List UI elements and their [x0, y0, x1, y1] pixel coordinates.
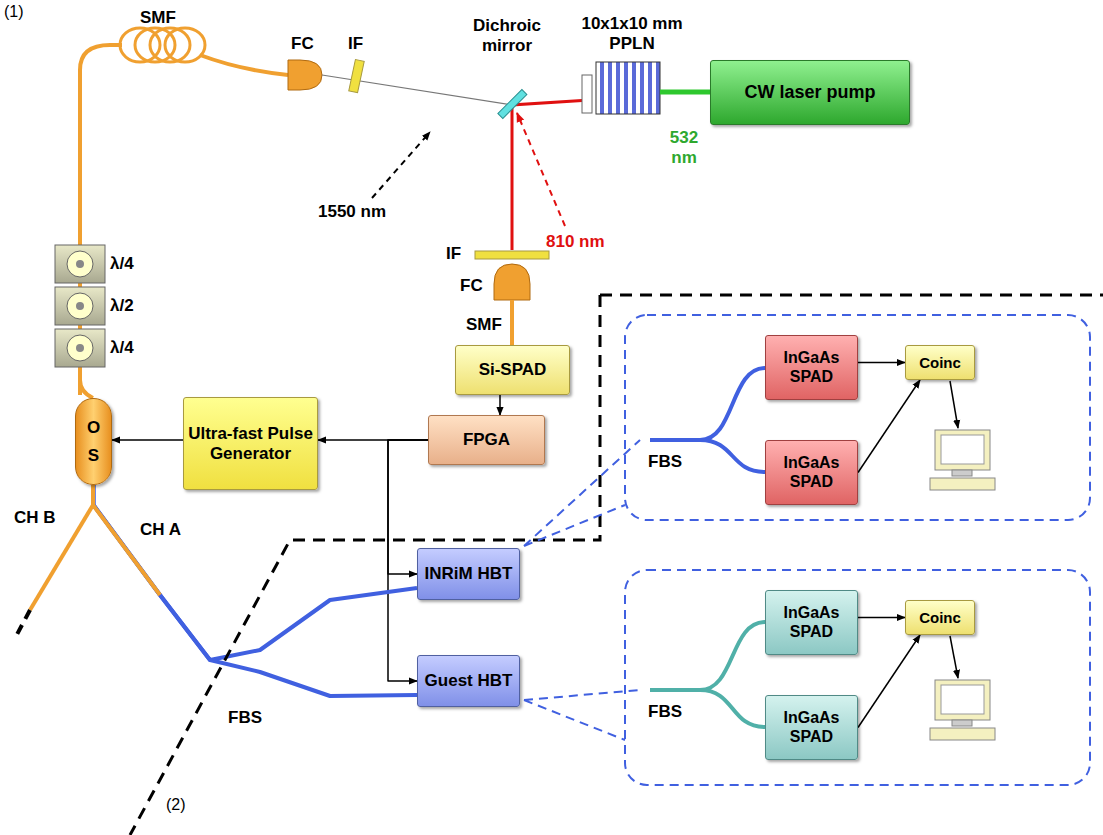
- callout-arrow: [372, 132, 430, 198]
- fiber-label: SMF: [466, 315, 502, 335]
- crystal-window: [582, 75, 592, 113]
- data-arrow: [950, 381, 958, 428]
- detector-box: Si-SPAD: [455, 345, 570, 395]
- node-text: O S: [87, 414, 101, 468]
- polarization-paddles: [55, 245, 105, 367]
- signal-arrow: [499, 395, 501, 415]
- signal-arrow: [858, 617, 905, 619]
- channel-label: CH A: [140, 520, 181, 540]
- waveplate-label: λ/2: [110, 296, 134, 316]
- waveplate-label: λ/4: [110, 254, 134, 274]
- signal-arrow: [112, 439, 183, 441]
- part-label: IF: [446, 244, 461, 264]
- fiber-coupler: [288, 60, 322, 90]
- fiber: [93, 485, 160, 595]
- detector-box: InGaAs SPAD: [765, 335, 858, 400]
- hbt-box: INRiM HBT: [417, 548, 520, 600]
- node-text: INRiM HBT: [425, 564, 513, 584]
- part-label: FC: [291, 34, 314, 54]
- signal-arrow: [858, 635, 920, 728]
- node-text: InGaAs SPAD: [766, 349, 857, 386]
- zoom-line: [524, 690, 640, 740]
- node-text: Ultra-fast Pulse Generator: [184, 424, 317, 463]
- node-text: FPGA: [463, 430, 510, 450]
- splitter-label: FBS: [228, 708, 262, 728]
- computer-icon: [930, 430, 995, 490]
- wavelength-label: 532 nm: [664, 128, 704, 167]
- node-text: Coinc: [919, 354, 961, 371]
- panel-number: (2): [166, 796, 186, 814]
- fiber-connector: [94, 485, 418, 696]
- node-text: Si-SPAD: [479, 360, 547, 380]
- laser-box: CW laser pump: [710, 60, 910, 125]
- coincidence-box: Coinc: [905, 345, 975, 380]
- fiber-coil: [120, 28, 205, 62]
- hbt-box: Guest HBT: [417, 655, 520, 707]
- fiber-coupler: [494, 264, 530, 300]
- ppln-crystal: [596, 62, 660, 114]
- node-text: InGaAs SPAD: [766, 709, 857, 746]
- detector-box: InGaAs SPAD: [765, 440, 858, 505]
- node-text: InGaAs SPAD: [766, 454, 857, 491]
- part-label: IF: [348, 34, 363, 54]
- data-arrow: [950, 636, 958, 678]
- fiber: [200, 55, 288, 75]
- coincidence-box: Coinc: [905, 600, 975, 635]
- wavelength-label: 810 nm: [546, 232, 605, 252]
- pump-beam: [660, 90, 710, 95]
- part-label: Dichroic mirror: [462, 16, 552, 55]
- node-text: Coinc: [919, 609, 961, 626]
- part-label: 10x1x10 mm PPLN: [572, 14, 692, 53]
- optical-switch: O S: [75, 398, 112, 485]
- computer-icon: [930, 680, 995, 740]
- node-text: InGaAs SPAD: [766, 604, 857, 641]
- detail-group: [625, 570, 1090, 785]
- generator-box: Ultra-fast Pulse Generator: [183, 397, 318, 490]
- interference-filter: [349, 60, 364, 93]
- callout-arrow: [517, 113, 565, 226]
- part-label: FC: [460, 276, 483, 296]
- splitter-label: FBS: [648, 702, 682, 722]
- fiber-connector: [94, 485, 418, 660]
- fiber-continuation: [14, 610, 30, 640]
- node-text: CW laser pump: [744, 82, 875, 103]
- channel-label: CH B: [14, 508, 56, 528]
- splitter-label: FBS: [648, 452, 682, 472]
- beam-810: [512, 100, 590, 250]
- region-boundary: [130, 295, 1103, 835]
- wavelength-label: 1550 nm: [318, 202, 386, 222]
- interference-filter: [475, 251, 549, 259]
- signal-arrow: [858, 380, 920, 473]
- signal-arrow: [858, 362, 905, 364]
- node-text: Guest HBT: [425, 671, 513, 691]
- detail-group: [625, 315, 1090, 520]
- dichroic-mirror: [498, 89, 527, 118]
- fiber-label: SMF: [140, 8, 176, 28]
- fpga-box: FPGA: [428, 415, 545, 465]
- detector-box: InGaAs SPAD: [765, 590, 858, 655]
- panel-number: (1): [4, 3, 24, 21]
- waveplate-label: λ/4: [110, 338, 134, 358]
- fiber: [510, 300, 514, 345]
- detector-box: InGaAs SPAD: [765, 695, 858, 760]
